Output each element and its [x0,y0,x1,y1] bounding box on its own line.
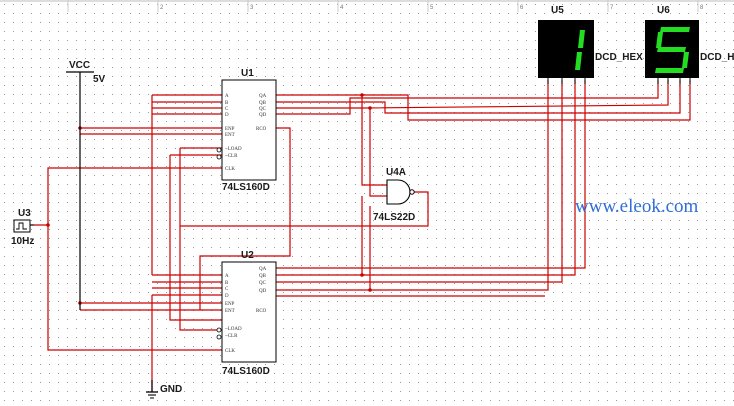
pin-label: D [225,113,229,118]
pin-label: CLK [225,167,235,172]
hex-display-u5[interactable]: U5 1 DCD_HEX [0,0,643,84]
seven-segment-digit [575,30,585,70]
u2-part: 74LS160D [222,366,270,377]
u2-ref: U2 [241,250,254,261]
pin-label: RCO [256,127,267,132]
square-wave-icon [16,222,27,230]
pin-label: A [225,94,229,99]
u6-digit-value: 5 [0,0,9,4]
pin-label: A [225,274,229,279]
u1-part: 74LS160D [222,182,270,193]
pin-label: ~LOAD [225,327,242,332]
pin-label: QC [259,107,267,112]
counter-u1[interactable]: U1 74LS160D A B C D ENP ENT ~LOAD ~CLR C… [216,68,277,193]
pin-label: B [225,281,229,286]
top-ruler: 2 3 4 5 6 7 8 [0,0,734,12]
pin-label: ENT [225,133,235,138]
ground-symbol[interactable]: GND [146,380,182,399]
clock-frequency: 10Hz [11,236,34,247]
pin-label: ~LOAD [225,147,242,152]
pin-label: ENP [225,302,235,307]
watermark-text: www.eleok.com [575,196,699,217]
pin-label: QB [259,274,267,279]
ruler-mark: 3 [250,5,254,11]
vcc-source[interactable]: VCC 5V [66,60,106,310]
u5-part-label: DCD_HEX [595,52,643,63]
ruler-mark: 8 [700,5,704,11]
pin-label: C [225,107,229,112]
ruler-mark: 5 [430,5,434,11]
ruler-mark: 7 [610,5,614,11]
pin-label: RCO [256,309,267,314]
u6-ref: U6 [657,5,670,16]
vcc-value: 5V [93,74,106,85]
pin-label: QA [259,267,267,272]
pin-label: ~CLR [225,154,238,159]
seven-segment-digit [655,27,690,73]
u6-part-label: DCD_HEX [700,52,734,63]
pin-label: QD [259,113,267,118]
wires [30,80,691,392]
gate-ref: U4A [386,167,406,178]
u1-ref: U1 [241,68,254,79]
pin-label: QD [259,289,267,294]
pin-label: CLK [225,349,235,354]
pin-label: QB [259,101,267,106]
nand-gate-u4a[interactable]: U4A 74LS22D [373,167,415,223]
ruler-mark: 4 [340,5,344,11]
clock-ref: U3 [18,208,31,219]
pin-label: B [225,101,229,106]
clock-source[interactable]: U3 10Hz [11,208,34,247]
counter-u2[interactable]: U2 74LS160D A B C D ENP ENT ~LOAD ~CLR C… [216,250,277,377]
ruler-mark: 6 [520,5,524,11]
pin-label: QC [259,281,267,286]
pin-label: ENT [225,309,235,314]
ruler-mark: 2 [160,5,164,11]
gate-part: 74LS22D [373,212,415,223]
pin-label: ENP [225,127,235,132]
gnd-label: GND [160,384,182,395]
u5-ref: U5 [551,5,564,16]
vcc-label: VCC [69,60,90,71]
pin-label: QA [259,94,267,99]
hex-display-u6[interactable]: U6 5 DCD_HEX [0,0,734,84]
pin-label: ~CLR [225,334,238,339]
pin-label: C [225,287,229,292]
pin-label: D [225,294,229,299]
